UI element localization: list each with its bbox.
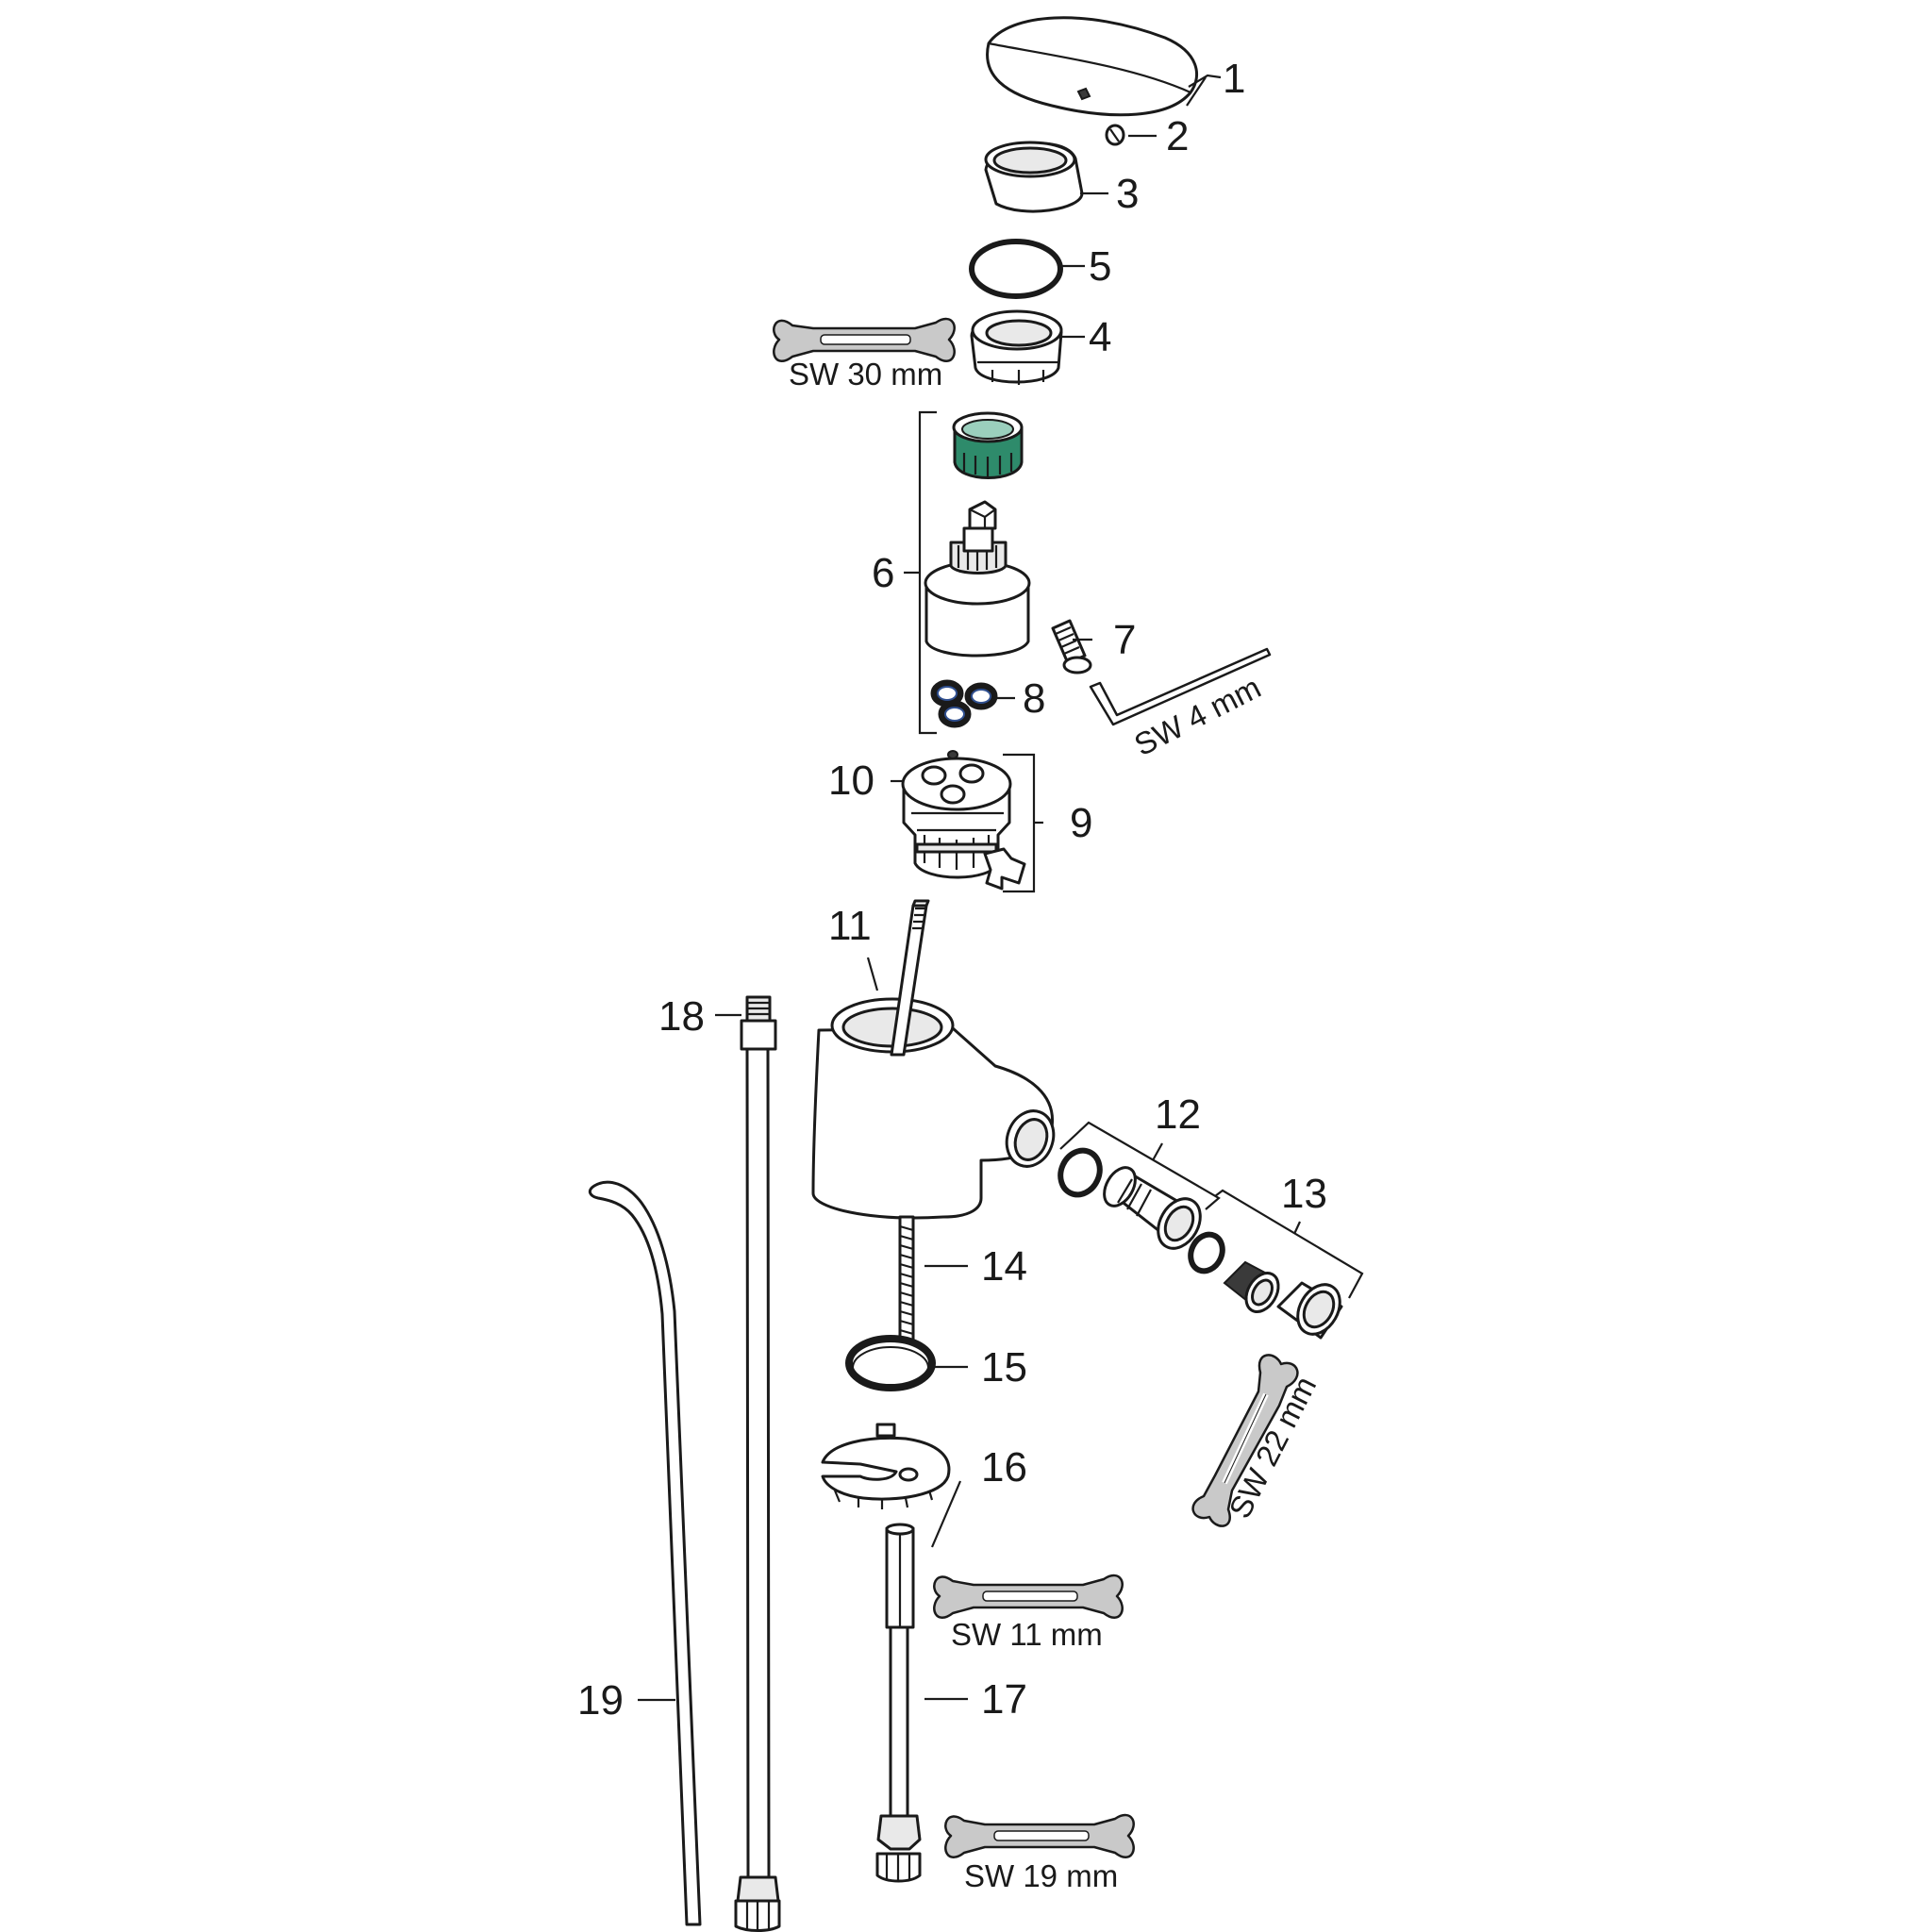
part-7-screw	[1051, 619, 1092, 675]
part-15-gasket	[845, 1335, 936, 1391]
callout-3: 3	[1116, 171, 1139, 217]
part-2-grub-screw	[1105, 124, 1125, 146]
part-18-hose	[734, 995, 781, 1932]
callout-18: 18	[658, 993, 705, 1040]
wrench-sw11-icon	[933, 1574, 1124, 1620]
callout-14: 14	[981, 1243, 1027, 1290]
cartridge-top-ring	[952, 411, 1024, 479]
callout-5: 5	[1089, 243, 1111, 290]
callout-15: 15	[981, 1344, 1027, 1391]
wrench-sw30-icon	[773, 317, 956, 363]
callout-2: 2	[1166, 113, 1189, 159]
part-12-outlet-set	[1058, 1147, 1202, 1250]
callout-8: 8	[1023, 675, 1045, 722]
part-6-cartridge	[924, 500, 1031, 658]
part-3-cover-cap	[984, 141, 1084, 213]
callout-12: 12	[1155, 1091, 1201, 1138]
callout-17: 17	[981, 1676, 1027, 1723]
callout-7: 7	[1113, 617, 1136, 663]
part-5-o-ring	[969, 239, 1063, 299]
callout-19: 19	[577, 1677, 624, 1724]
part-17-hose	[875, 1625, 922, 1883]
pop-up-rod	[890, 899, 930, 1057]
allen-key-sw4-icon	[1089, 647, 1272, 726]
tool-label-sw30: SW 30 mm	[789, 357, 942, 391]
part-1-handle-lever	[986, 16, 1199, 117]
wrench-sw22-icon	[1191, 1354, 1299, 1527]
tool-label-sw19: SW 19 mm	[964, 1858, 1118, 1893]
callout-6: 6	[872, 550, 894, 596]
part-16-extension-nut	[885, 1523, 915, 1629]
callout-10: 10	[828, 758, 874, 804]
callout-9: 9	[1070, 800, 1092, 846]
callout-16: 16	[981, 1444, 1027, 1491]
callout-numbers: 1 2 3 5 4 6 7 8 10 9 11 18 12 13 14 15 1…	[577, 56, 1327, 1724]
part-11-mixer-body	[811, 997, 1056, 1220]
callout-13: 13	[1281, 1171, 1327, 1217]
part-19-lift-rod	[588, 1180, 702, 1926]
tool-label-sw11: SW 11 mm	[951, 1617, 1103, 1652]
part-4-nut	[970, 309, 1063, 385]
part-13-aerator-set	[1188, 1231, 1343, 1340]
callout-1: 1	[1223, 56, 1245, 102]
leader-lines	[638, 74, 1222, 1702]
part-10-valve	[901, 750, 1012, 879]
part-9-check-valve-clip	[983, 847, 1026, 891]
callout-11: 11	[828, 903, 872, 949]
part-8-seals	[930, 679, 998, 728]
callout-4: 4	[1089, 314, 1111, 360]
wrench-sw19-icon	[944, 1813, 1135, 1859]
bracket-part-13	[1214, 1189, 1364, 1299]
part-16-horseshoe-plate	[821, 1423, 951, 1509]
